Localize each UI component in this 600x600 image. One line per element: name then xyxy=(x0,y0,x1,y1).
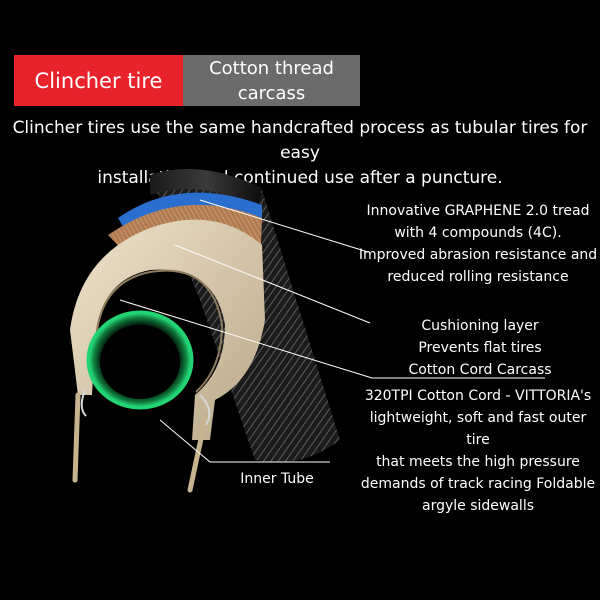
cotton-carcass-label-line1: Cotton thread xyxy=(209,57,334,79)
callout-casing-line: demands of track racing Foldable xyxy=(360,476,596,492)
callout-tread-line: Improved abrasion resistance and xyxy=(358,247,598,263)
callout-tread-line: with 4 compounds (4C). xyxy=(394,225,562,241)
callout-casing: 320TPI Cotton Cord - VITTORIA's lightwei… xyxy=(358,385,598,517)
callout-casing-line: 320TPI Cotton Cord - VITTORIA's xyxy=(364,388,592,404)
carcass-inner-edge xyxy=(95,269,224,393)
leader-casing xyxy=(119,299,373,379)
cotton-carcass-label-line2: carcass xyxy=(237,82,306,104)
callout-cushion-line: Cotton Cord Carcass xyxy=(408,362,552,378)
callout-cushion-line: Cushioning layer xyxy=(421,318,539,334)
callout-casing-line: argyle sidewalls xyxy=(422,498,534,514)
callout-tread: Innovative GRAPHENE 2.0 tread with 4 com… xyxy=(358,200,598,288)
callout-casing-line: lightweight, soft and fast outer tire xyxy=(369,410,587,448)
carcass-outer xyxy=(70,219,265,440)
bead-left xyxy=(72,392,81,483)
callout-tread-line: Innovative GRAPHENE 2.0 tread xyxy=(366,203,590,219)
callout-cushion-line: Prevents flat tires xyxy=(418,340,542,356)
cotton-carcass-tag: Cotton thread carcass xyxy=(183,55,360,106)
callout-inner-tube-label: Inner Tube xyxy=(240,471,314,487)
callout-inner-tube: Inner Tube xyxy=(232,468,322,490)
bead-right xyxy=(187,417,208,493)
leader-cushion xyxy=(174,244,371,324)
callout-casing-line: that meets the high pressure xyxy=(376,454,580,470)
clincher-tire-label: Clincher tire xyxy=(34,68,163,93)
leader-inner-tube xyxy=(159,419,211,463)
callout-cushion: Cushioning layer Prevents flat tires Cot… xyxy=(370,315,590,381)
leader-tread xyxy=(199,199,369,253)
tread-top xyxy=(150,168,262,210)
clincher-tire-tag: Clincher tire xyxy=(14,55,183,106)
intro-line-1: Clincher tires use the same handcrafted … xyxy=(12,118,588,163)
callout-tread-line: reduced rolling resistance xyxy=(387,269,569,285)
graphene-tread-layer xyxy=(118,192,262,230)
